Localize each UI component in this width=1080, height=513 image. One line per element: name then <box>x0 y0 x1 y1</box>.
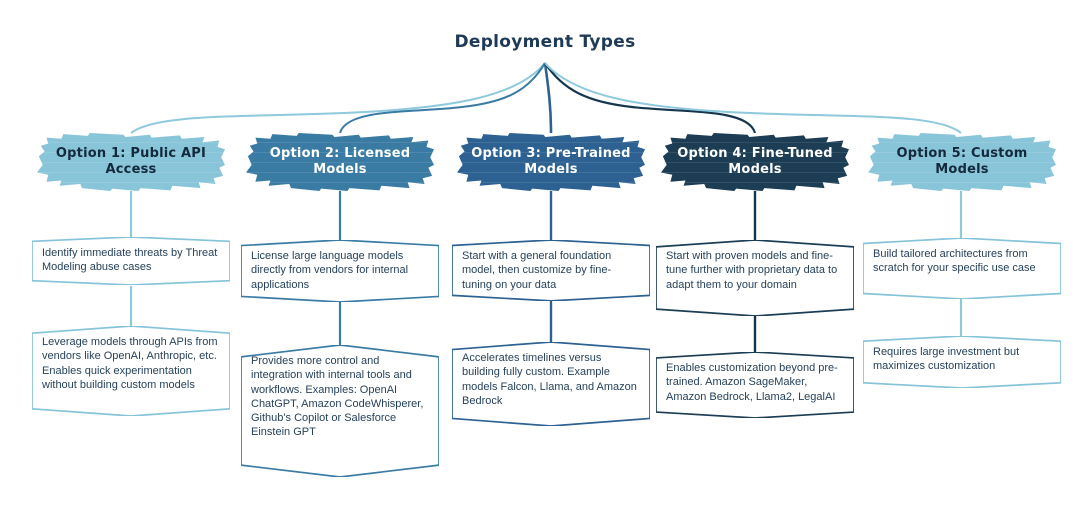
branch-line-option-1 <box>130 62 546 134</box>
option-2-detail-text-2: Provides more control and integration wi… <box>251 355 424 439</box>
node-border-shape <box>241 345 439 477</box>
node-border-shape <box>32 326 230 416</box>
option-2-detail-text-1: License large language models directly f… <box>251 250 409 291</box>
option-5-label: Option 5: Custom Models <box>896 145 1028 177</box>
option-4-detail-node-2: Enables customization beyond pre-trained… <box>656 352 854 418</box>
option-2-detail-node-1: License large language models directly f… <box>241 240 439 302</box>
node-border-shape <box>452 342 650 426</box>
option-5-detail-node-2: Requires large investment but maximizes … <box>863 336 1061 388</box>
option-5-detail-node-1: Build tailored architectures from scratc… <box>863 238 1061 299</box>
branch-line-option-4 <box>544 62 757 134</box>
option-3-detail-text-1: Start with a general foundation model, t… <box>462 250 612 291</box>
node-border-shape <box>656 352 854 418</box>
node-border-shape <box>863 336 1061 388</box>
option-1-detail-node-1: Identify immediate threats by Threat Mod… <box>32 237 230 285</box>
node-border-shape <box>656 240 854 316</box>
option-4-header-node: Option 4: Fine-Tuned Models <box>661 133 849 191</box>
option-1-detail-node-2: Leverage models through APIs from vendor… <box>32 326 230 416</box>
option-4-detail-text-1: Start with proven models and fine-tune f… <box>666 250 838 291</box>
option-4-label: Option 4: Fine-Tuned Models <box>677 145 833 177</box>
option-1-detail-text-1: Identify immediate threats by Threat Mod… <box>42 247 218 274</box>
node-border-shape <box>241 240 439 302</box>
node-border-shape <box>863 238 1061 299</box>
option-4-detail-text-2: Enables customization beyond pre-trained… <box>666 362 838 403</box>
branch-line-option-2 <box>339 62 546 134</box>
option-3-detail-text-2: Accelerates timelines versus building fu… <box>462 352 637 407</box>
option-5-header-node: Option 5: Custom Models <box>868 133 1056 191</box>
branch-line-option-3 <box>543 62 553 134</box>
option-3-header-node: Option 3: Pre-Trained Models <box>457 133 645 191</box>
diagram-title: Deployment Types <box>454 32 636 52</box>
option-4-detail-node-1: Start with proven models and fine-tune f… <box>656 240 854 316</box>
option-5-detail-text-2: Requires large investment but maximizes … <box>873 346 1020 373</box>
option-2-header-node: Option 2: Licensed Models <box>246 133 434 191</box>
option-3-detail-node-2: Accelerates timelines versus building fu… <box>452 342 650 426</box>
option-3-label: Option 3: Pre-Trained Models <box>471 145 631 177</box>
option-5-detail-text-1: Build tailored architectures from scratc… <box>873 248 1036 275</box>
node-border-shape <box>452 240 650 301</box>
option-1-detail-text-2: Leverage models through APIs from vendor… <box>42 336 218 391</box>
option-1-label: Option 1: Public API Access <box>55 145 207 177</box>
branch-line-option-5 <box>544 62 962 134</box>
node-border-shape <box>32 237 230 285</box>
option-2-label: Option 2: Licensed Models <box>269 145 411 177</box>
option-3-detail-node-1: Start with a general foundation model, t… <box>452 240 650 301</box>
option-1-header-node: Option 1: Public API Access <box>37 133 225 191</box>
option-2-detail-node-2: Provides more control and integration wi… <box>241 345 439 477</box>
